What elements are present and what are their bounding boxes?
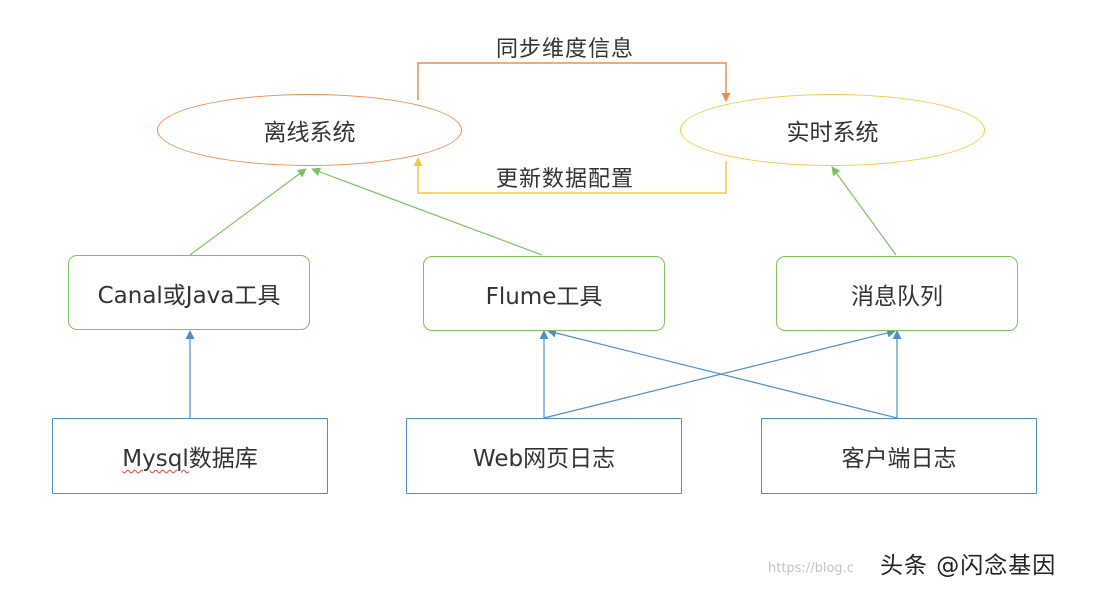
message-queue-node: 消息队列 — [776, 256, 1018, 331]
sync-dimension-label: 同步维度信息 — [496, 37, 635, 62]
update-config-label: 更新数据配置 — [496, 167, 635, 192]
realtime-system-node: 实时系统 — [680, 94, 985, 166]
flume-to-offline-arrow — [311, 167, 543, 256]
offline-system-label: 离线系统 — [263, 120, 356, 146]
blog-watermark: https://blog.c — [768, 561, 854, 576]
update-config-connector — [413, 157, 727, 194]
flume-tool-node: Flume工具 — [423, 256, 665, 331]
client-to-flume-arrow — [547, 328, 898, 419]
sync-dimension-connector — [417, 62, 731, 102]
web-log-node: Web网页日志 — [406, 418, 682, 494]
mysql-spellcheck-text: Mysql — [122, 446, 189, 472]
flume-tool-label: Flume工具 — [485, 283, 603, 310]
web-to-queue-arrow — [543, 328, 896, 419]
client-log-label: 客户端日志 — [841, 446, 957, 472]
canal-tool-node: Canal或Java工具 — [68, 255, 310, 330]
offline-system-node: 离线系统 — [157, 94, 462, 166]
toutiao-brand-watermark: 头条 @闪念基因 — [880, 553, 1057, 579]
queue-to-realtime-arrow — [831, 166, 897, 256]
mysql-database-node: Mysql数据库 — [52, 418, 328, 494]
realtime-system-label: 实时系统 — [786, 120, 879, 146]
canal-to-offline-arrow — [189, 168, 307, 256]
canal-tool-label: Canal或Java工具 — [97, 282, 281, 309]
mysql-database-label: Mysql数据库 — [122, 439, 257, 473]
web-log-label: Web网页日志 — [472, 446, 616, 472]
mysql-suffix-text: 数据库 — [188, 446, 258, 472]
message-queue-label: 消息队列 — [851, 283, 943, 310]
client-log-node: 客户端日志 — [761, 418, 1037, 494]
